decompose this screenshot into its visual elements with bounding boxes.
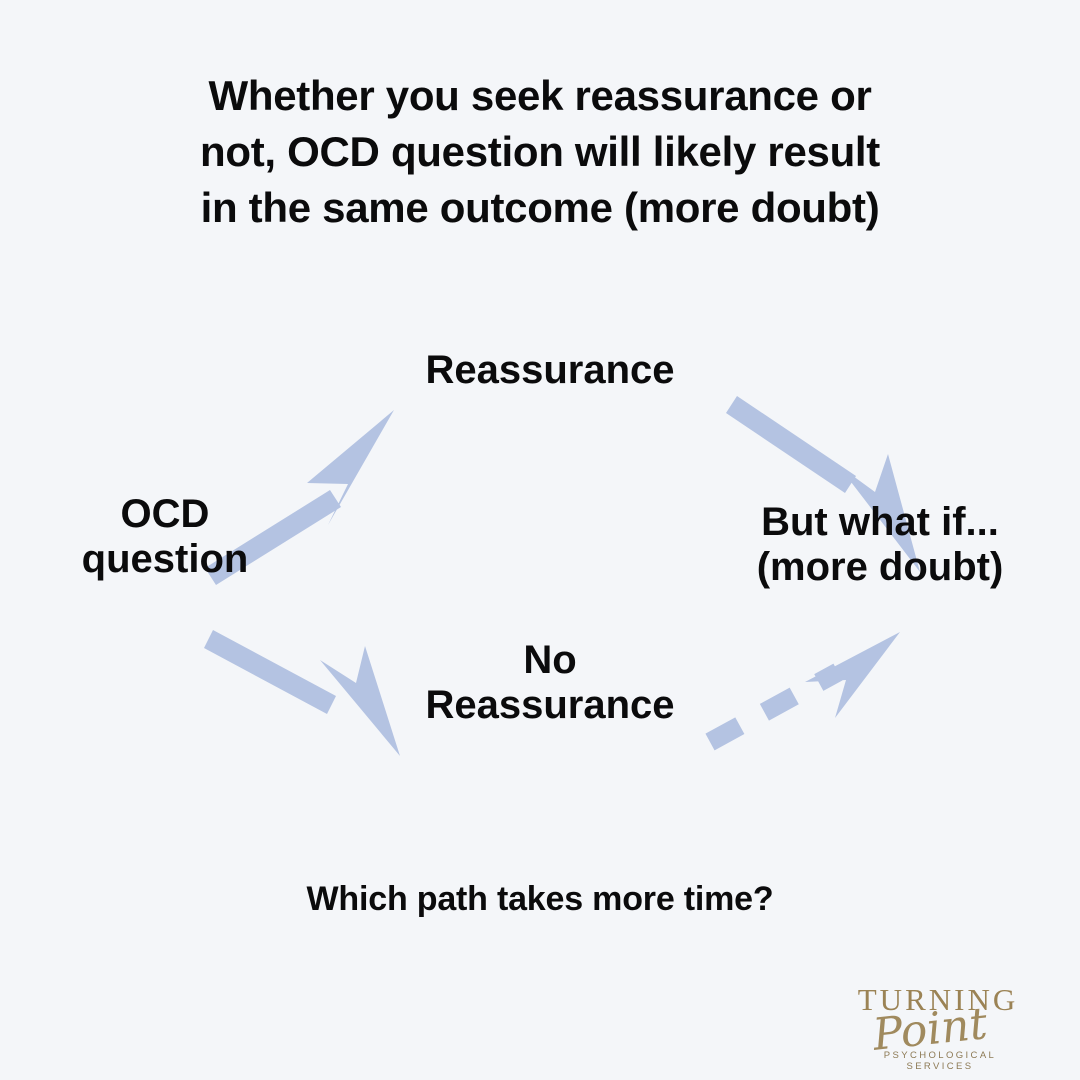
node-outcome-line-1: But what if... bbox=[761, 500, 999, 544]
flow-diagram: OCD question Reassurance No Reassurance … bbox=[0, 300, 1080, 820]
arrow-reassurance-to-outcome bbox=[726, 396, 920, 572]
footer-caption: Which path takes more time? bbox=[306, 880, 774, 918]
node-no-reassurance: No Reassurance bbox=[390, 638, 710, 728]
arrow-ocd-to-reassurance bbox=[205, 410, 394, 585]
headline-line-2: not, OCD question will likely result bbox=[200, 128, 880, 175]
brand-logo: TURNING Point PSYCHOLOGICAL SERVICES bbox=[836, 978, 1032, 1072]
logo-word-turning: TURNING bbox=[857, 982, 1019, 1017]
node-ocd-question: OCD question bbox=[30, 492, 300, 582]
node-reassurance: Reassurance bbox=[380, 348, 720, 393]
node-no-reassurance-line-1: No bbox=[523, 638, 577, 682]
node-reassurance-label: Reassurance bbox=[425, 348, 675, 392]
node-ocd-question-line-2: question bbox=[81, 536, 249, 581]
arrow-layer bbox=[204, 396, 920, 756]
headline-line-1: Whether you seek reassurance or bbox=[208, 72, 872, 119]
node-no-reassurance-line-2: Reassurance bbox=[425, 682, 675, 727]
node-outcome-line-2: (more doubt) bbox=[756, 544, 1004, 589]
arrow-ocd-to-no-reassurance bbox=[204, 630, 400, 756]
headline-line-3: in the same outcome (more doubt) bbox=[200, 184, 880, 231]
logo-tagline: PSYCHOLOGICAL SERVICES bbox=[883, 1050, 997, 1072]
arrow-no-reassurance-to-outcome-dashed bbox=[705, 632, 900, 751]
headline: Whether you seek reassurance or not, OCD… bbox=[0, 68, 1080, 236]
node-ocd-question-line-1: OCD bbox=[120, 492, 210, 536]
node-outcome-more-doubt: But what if... (more doubt) bbox=[700, 500, 1060, 590]
